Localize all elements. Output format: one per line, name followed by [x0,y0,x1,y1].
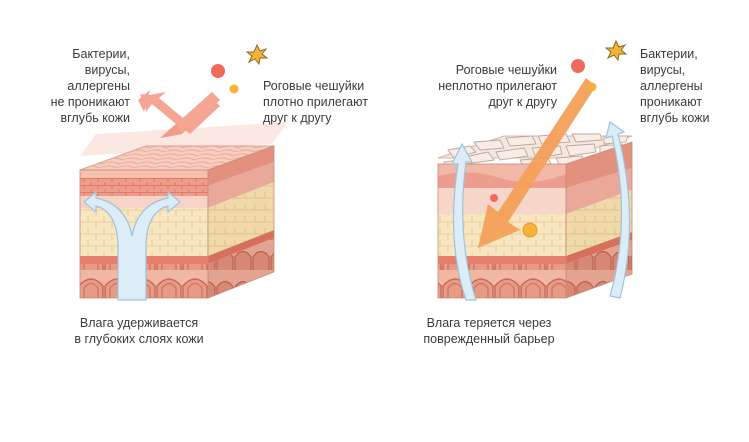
healthy-bacteria-label: Бактерии, вирусы, аллергены не проникают… [50,47,130,125]
healthy-scales-label: Роговые чешуйки плотно прилегают друг к … [263,79,368,125]
healthy-moisture-label: Влага удерживается в глубоких слоях кожи [74,316,204,346]
damaged-skin-block [437,39,633,301]
damaged-scales-label: Роговые чешуйки неплотно прилегают друг … [438,63,557,109]
deflected-arrow [144,92,220,134]
moisture-loss-arrow-right [605,120,631,299]
healthy-skin-block [79,43,288,301]
damaged-moisture-label: Влага теряется через поврежденный барьер [423,316,555,346]
penetrating-arrow [478,78,596,248]
yellow-dot-icon [587,82,597,92]
star-burst-icon [245,43,269,66]
star-burst-icon [604,39,628,62]
red-dot-inside [490,194,498,202]
yellow-dot-icon [229,84,239,94]
damaged-bacteria-label: Бактерии, вирусы, аллергены проникают вг… [640,47,710,125]
red-dot-icon [571,59,585,73]
moisture-retained-arrow [83,190,181,301]
yellow-dot-inside [522,222,538,238]
moisture-loss-arrow-left [451,142,477,301]
red-dot-icon [211,64,225,78]
